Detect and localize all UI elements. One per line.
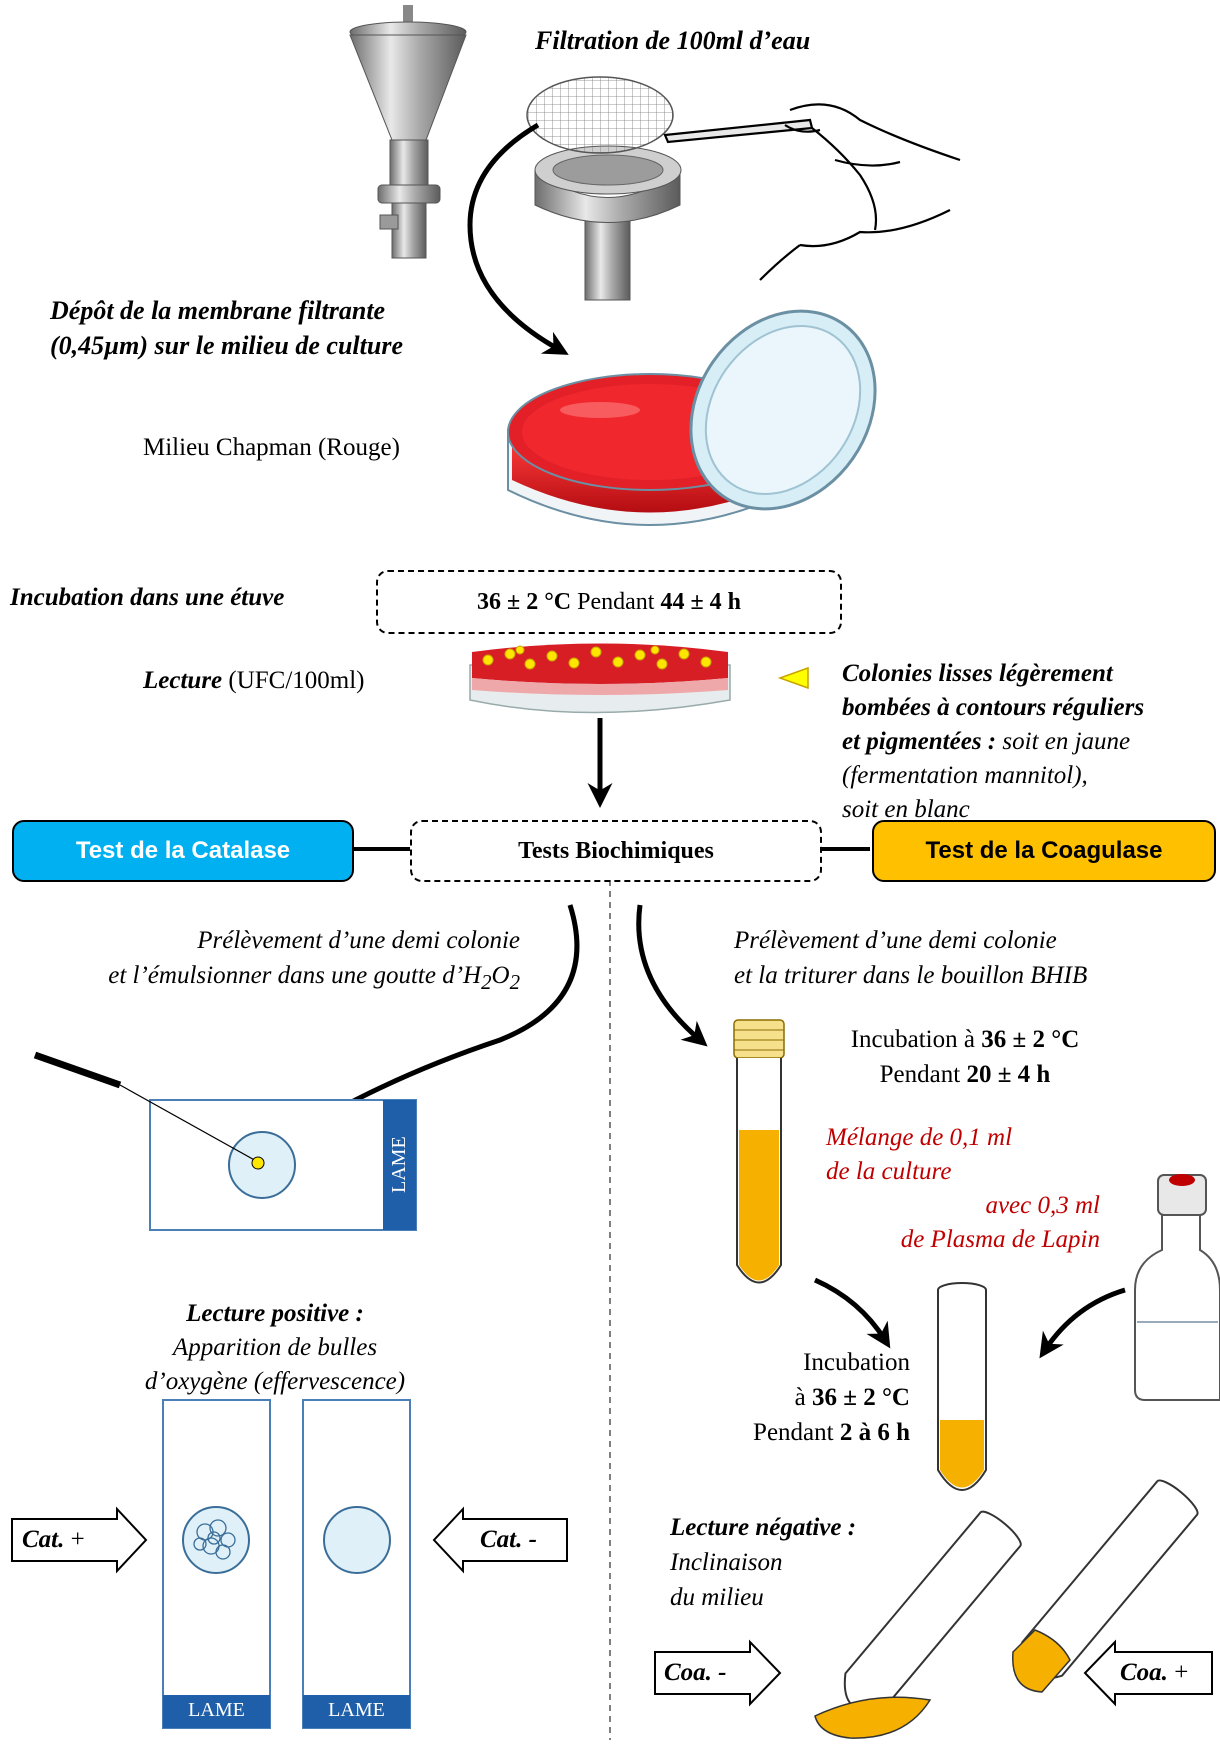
filtration-funnel xyxy=(349,5,467,259)
catalase-step-line-1: Prélèvement d’une demi colonie xyxy=(197,927,520,954)
colonies-line-3-bold: et pigmentées : xyxy=(842,728,997,755)
catalase-sub-2: 2 xyxy=(509,970,520,994)
tests-header: Tests Biochimiques xyxy=(410,820,822,882)
coagulase-incubation-1-line-2: Pendant 20 ± 4 h xyxy=(800,1059,1130,1090)
arrow-tube-to-mix xyxy=(813,1277,891,1349)
mix-line-3: avec 0,3 ml xyxy=(985,1192,1100,1219)
incubation-mid: Pendant xyxy=(571,588,661,615)
colonies-line-4: (fermentation mannitol), xyxy=(842,762,1088,789)
catalase-step-text: et l’émulsionner dans une goutte d’H xyxy=(108,962,482,989)
filter-holder xyxy=(534,145,682,301)
coagulase-step-line-1: Prélèvement d’une demi colonie xyxy=(734,927,1057,954)
catalase-header: Test de la Catalase xyxy=(12,820,354,882)
coagulase-header: Test de la Coagulase xyxy=(872,820,1216,882)
hand-with-tweezers xyxy=(663,103,961,281)
catalase-result-line-1: Apparition de bulles xyxy=(172,1334,378,1361)
catalase-step-o: O xyxy=(491,962,510,989)
inc1-a: Incubation à xyxy=(850,1026,982,1053)
inc2-l3b: 2 à 6 h xyxy=(839,1419,910,1446)
coagulase-result-line-1: Inclinaison xyxy=(670,1549,783,1576)
mix-line-2: de la culture xyxy=(826,1158,952,1185)
coa-neg-tube xyxy=(814,1510,1022,1739)
inc1-c: Pendant xyxy=(879,1061,967,1088)
reading-label: Lecture xyxy=(143,667,223,694)
colonies-line-5: soit en blanc xyxy=(842,796,970,823)
catalase-result-title: Lecture positive : xyxy=(186,1300,364,1327)
incubation-temp: 36 ± 2 °C xyxy=(477,588,572,615)
coa-neg-label: Coa. - xyxy=(664,1659,727,1686)
incubation-label: Incubation dans une étuve xyxy=(10,584,285,611)
slide-label-b: LAME xyxy=(328,1699,385,1721)
filter-membrane xyxy=(526,76,674,154)
arrow-to-bhib-tube xyxy=(636,904,708,1047)
inc2-line-3: Pendant 2 à 6 h xyxy=(753,1417,910,1448)
plasma-vial xyxy=(1134,1174,1220,1401)
deposit-line-2: (0,45µm) sur le milieu de culture xyxy=(50,331,403,360)
colonies-line-3-rest: soit en jaune xyxy=(996,728,1131,755)
inc2-l2b: 36 ± 2 °C xyxy=(811,1384,910,1411)
arrow-vial-to-mix xyxy=(1039,1287,1126,1359)
medium-label: Milieu Chapman (Rouge) xyxy=(143,434,400,461)
bhib-tube xyxy=(733,1019,785,1284)
colonies-line-1: Colonies lisses légèrement xyxy=(842,660,1113,687)
inc2-line-2: à 36 ± 2 °C xyxy=(795,1382,910,1413)
colonies-line-3: et pigmentées : soit en jaune xyxy=(842,726,1130,757)
coa-pos-tube xyxy=(1012,1479,1199,1693)
coa-pos-label: Coa. + xyxy=(1120,1657,1188,1688)
filtration-title: Filtration de 100ml d’eau xyxy=(535,26,811,55)
petri-dish-chapman xyxy=(507,309,877,526)
coa-neg-arrow xyxy=(654,1639,782,1707)
mixing-tube xyxy=(937,1282,987,1491)
coa-pos-text: Coa. xyxy=(1120,1659,1168,1686)
inc2-l3a: Pendant xyxy=(753,1419,840,1446)
mix-line-4: de Plasma de Lapin xyxy=(900,1226,1100,1253)
mix-line-1: Mélange de 0,1 ml xyxy=(826,1124,1013,1151)
deposit-line-1: Dépôt de la membrane filtrante xyxy=(50,296,386,325)
slide-label-a: LAME xyxy=(188,1699,245,1721)
cat-pos-label: Cat. + xyxy=(22,1524,85,1555)
cat-neg-arrow xyxy=(432,1506,568,1574)
coagulase-step-line-2: et la triturer dans le bouillon BHIB xyxy=(734,962,1088,989)
incubation-box: 36 ± 2 °C Pendant 44 ± 4 h xyxy=(376,570,842,634)
reading-unit: (UFC/100ml) xyxy=(222,667,365,694)
cat-pos-sign: + xyxy=(64,1526,85,1553)
arrow-membrane-to-dish xyxy=(467,122,569,355)
inc1-b: 36 ± 2 °C xyxy=(981,1026,1080,1053)
petri-dish-colonies xyxy=(469,643,731,714)
coagulase-incubation-1-line-1: Incubation à 36 ± 2 °C xyxy=(800,1024,1130,1055)
reading-label-group: Lecture (UFC/100ml) xyxy=(143,665,365,696)
cat-neg-label: Cat. - xyxy=(480,1526,537,1553)
coagulase-result-title: Lecture négative : xyxy=(670,1514,857,1541)
inc2-l2a: à xyxy=(794,1384,812,1411)
inc1-d: 20 ± 4 h xyxy=(966,1061,1051,1088)
incubation-duration: 44 ± 4 h xyxy=(660,588,741,615)
coagulase-result-line-2: du milieu xyxy=(670,1584,764,1611)
colonies-line-2: bombées à contours réguliers xyxy=(842,694,1145,721)
catalase-slide xyxy=(33,1051,417,1231)
catalase-result-slides xyxy=(162,1399,411,1729)
coa-pos-sign: + xyxy=(1167,1659,1189,1686)
cat-pos-text: Cat. xyxy=(22,1526,65,1553)
slide-label: LAME xyxy=(388,1136,410,1194)
inc2-line-1: Incubation xyxy=(803,1349,910,1376)
coa-pos-arrow xyxy=(1083,1639,1213,1707)
catalase-sub-1: 2 xyxy=(481,970,492,994)
pointer-triangle xyxy=(777,666,809,690)
catalase-result-line-2: d’oxygène (effervescence) xyxy=(144,1368,406,1395)
cat-pos-arrow xyxy=(11,1506,148,1574)
catalase-step-line-2: et l’émulsionner dans une goutte d’H2O2 xyxy=(108,960,520,995)
